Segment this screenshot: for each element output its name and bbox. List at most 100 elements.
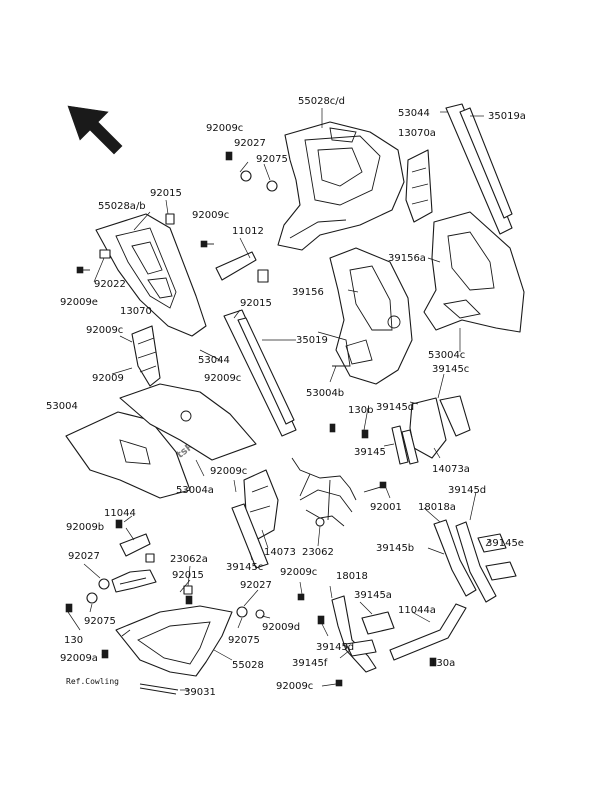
label-92009e: 92009e xyxy=(60,297,98,308)
label-11012: 11012 xyxy=(232,226,264,237)
bracket-14073a xyxy=(409,395,471,459)
label-92075-2: 92075 xyxy=(84,616,116,627)
label-23062: 23062 xyxy=(302,547,334,558)
bolt-92009a xyxy=(101,649,109,659)
label-92009c-4: 92009c xyxy=(204,373,241,384)
label-92001: 92001 xyxy=(370,502,402,513)
label-92009c-7: 92009c xyxy=(276,681,313,692)
label-13070: 13070 xyxy=(120,306,152,317)
part-labels: 55028c/d 53044 35019a 13070a 92009c 9202… xyxy=(46,96,526,698)
label-92009d: 92009d xyxy=(262,622,300,633)
label-18018: 18018 xyxy=(336,571,368,582)
grommet-92075-upper xyxy=(240,170,278,192)
panel-39156 xyxy=(329,247,413,385)
label-92022: 92022 xyxy=(94,279,126,290)
label-92009c-2: 92009c xyxy=(192,210,229,221)
label-92015-3: 92015 xyxy=(172,570,204,581)
stay-39145 xyxy=(391,425,419,465)
label-14073a: 14073a xyxy=(432,464,470,475)
clamp-11044 xyxy=(119,533,155,563)
label-55028: 55028 xyxy=(232,660,264,671)
label-92075-1: 92075 xyxy=(256,154,288,165)
label-53004c: 53004c xyxy=(428,350,465,361)
label-18018a: 18018a xyxy=(418,502,456,513)
side-panel-55028ab xyxy=(95,213,207,337)
label-92075-3: 92075 xyxy=(228,635,260,646)
label-92009c-1: 92009c xyxy=(206,123,243,134)
label-13070a: 13070a xyxy=(398,128,436,139)
panel-39156a xyxy=(423,211,525,333)
label-130: 130 xyxy=(64,635,83,646)
label-39145e: 39145e xyxy=(486,538,524,549)
label-11044: 11044 xyxy=(104,508,136,519)
label-130a: 130a xyxy=(430,658,455,669)
label-92015-1: 92015 xyxy=(150,188,182,199)
inner-cowl-upper xyxy=(277,121,405,251)
label-39145a: 39145a xyxy=(354,590,392,601)
label-39145c-2: 39145c xyxy=(226,562,263,573)
label-92009: 92009 xyxy=(92,373,124,384)
panel-53004 xyxy=(65,411,191,499)
label-92027-2: 92027 xyxy=(68,551,100,562)
seal-strip-35019 xyxy=(223,309,297,437)
label-39145d-2: 39145d xyxy=(448,485,486,496)
panel-53004a xyxy=(119,383,257,461)
bracket-13070a xyxy=(405,149,433,223)
label-92009c-3: 92009c xyxy=(86,325,123,336)
under-cowl-55028 xyxy=(115,605,233,677)
label-92027-1: 92027 xyxy=(234,138,266,149)
bolt-92009e xyxy=(76,266,90,274)
label-35019a: 35019a xyxy=(488,111,526,122)
label-55028cd: 55028c/d xyxy=(298,96,345,107)
label-92015-2: 92015 xyxy=(240,298,272,309)
label-39156: 39156 xyxy=(292,287,324,298)
stay-39145c xyxy=(231,503,269,569)
bracket-23062a xyxy=(111,569,157,593)
collar-92022 xyxy=(99,249,111,259)
label-11044a: 11044a xyxy=(398,605,436,616)
bolt-92027-upper xyxy=(225,151,233,161)
bolt-130 xyxy=(65,603,73,613)
seal-39031 xyxy=(139,683,179,695)
panel-53004b xyxy=(317,331,351,367)
seal-strip-35019a xyxy=(445,103,513,235)
label-39145c-1: 39145c xyxy=(432,364,469,375)
label-92009c-5: 92009c xyxy=(210,466,247,477)
label-14073: 14073 xyxy=(264,547,296,558)
bracket-18018a xyxy=(433,519,497,603)
label-55028ab: 55028a/b xyxy=(98,201,146,212)
label-92027-3: 92027 xyxy=(240,580,272,591)
label-35019: 35019 xyxy=(296,335,328,346)
label-53004b: 53004b xyxy=(306,388,344,399)
clip-92015-upper xyxy=(165,213,175,225)
label-53044-top: 53044 xyxy=(398,108,430,119)
bolt-92001 xyxy=(363,481,387,493)
label-39145f: 39145f xyxy=(292,658,328,669)
label-92009c-6: 92009c xyxy=(280,567,317,578)
label-92009b: 92009b xyxy=(66,522,104,533)
bolt-130b xyxy=(329,423,369,439)
ref-cowling-note: Ref.Cowling xyxy=(66,677,119,686)
bolt-92009c-upper xyxy=(200,240,214,248)
leader-lines xyxy=(67,108,491,691)
stay-11044a xyxy=(389,603,467,661)
label-53004a: 53004a xyxy=(176,485,214,496)
bolt-92009b xyxy=(115,519,123,529)
label-39156a: 39156a xyxy=(388,253,426,264)
label-53044: 53044 xyxy=(198,355,230,366)
clip-92015-lower xyxy=(183,585,193,595)
bracket-18018 xyxy=(331,595,395,673)
label-39145b: 39145b xyxy=(376,543,414,554)
frame-bracket-23062 xyxy=(291,457,357,527)
label-39031: 39031 xyxy=(184,687,216,698)
label-53004: 53004 xyxy=(46,401,78,412)
label-39145d-3: 39145d xyxy=(316,642,354,653)
bolts-92009c-lower xyxy=(297,593,343,687)
bracket-13070 xyxy=(131,325,161,387)
stay-39145e xyxy=(477,533,517,581)
label-39145d-1: 39145d xyxy=(376,402,414,413)
label-23062a: 23062a xyxy=(170,554,208,565)
label-39145-1: 39145 xyxy=(354,447,386,458)
label-92009a: 92009a xyxy=(60,653,98,664)
